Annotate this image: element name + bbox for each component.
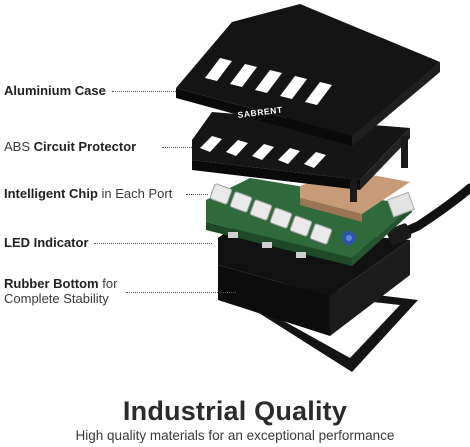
leader-led-indicator xyxy=(94,243,212,244)
label-chip-rest: in Each Port xyxy=(97,186,173,201)
leader-abs-protector xyxy=(162,147,192,148)
leader-aluminium-case xyxy=(112,91,176,92)
label-rubber-strong: Rubber Bottom xyxy=(4,276,99,291)
leader-intelligent-chip xyxy=(186,194,208,195)
label-rubber-line2: Complete Stability xyxy=(4,291,109,306)
label-abs-lead: ABS xyxy=(4,139,34,154)
label-chip-strong: Intelligent Chip xyxy=(4,186,98,201)
subline: High quality materials for an exceptiona… xyxy=(75,428,395,443)
headline: Industrial Quality xyxy=(122,396,348,426)
label-aluminium-case: Aluminium Case xyxy=(4,83,106,98)
label-rubber-bottom: Rubber Bottom for Complete Stability xyxy=(4,276,117,306)
leader-rubber-bottom xyxy=(126,292,236,293)
label-abs-protector: ABS Circuit Protector xyxy=(4,139,136,154)
label-rubber-rest: for xyxy=(98,276,118,291)
label-aluminium-case-strong: Aluminium Case xyxy=(4,83,106,98)
aluminium-case: SABRENT xyxy=(176,4,440,146)
label-led-indicator: LED Indicator xyxy=(4,235,89,250)
label-abs-strong: Circuit Protector xyxy=(33,139,137,154)
label-led-strong: LED Indicator xyxy=(4,235,89,250)
label-intelligent-chip: Intelligent Chip in Each Port xyxy=(4,186,172,201)
exploded-hub-illustration: SABRENT xyxy=(176,4,470,372)
